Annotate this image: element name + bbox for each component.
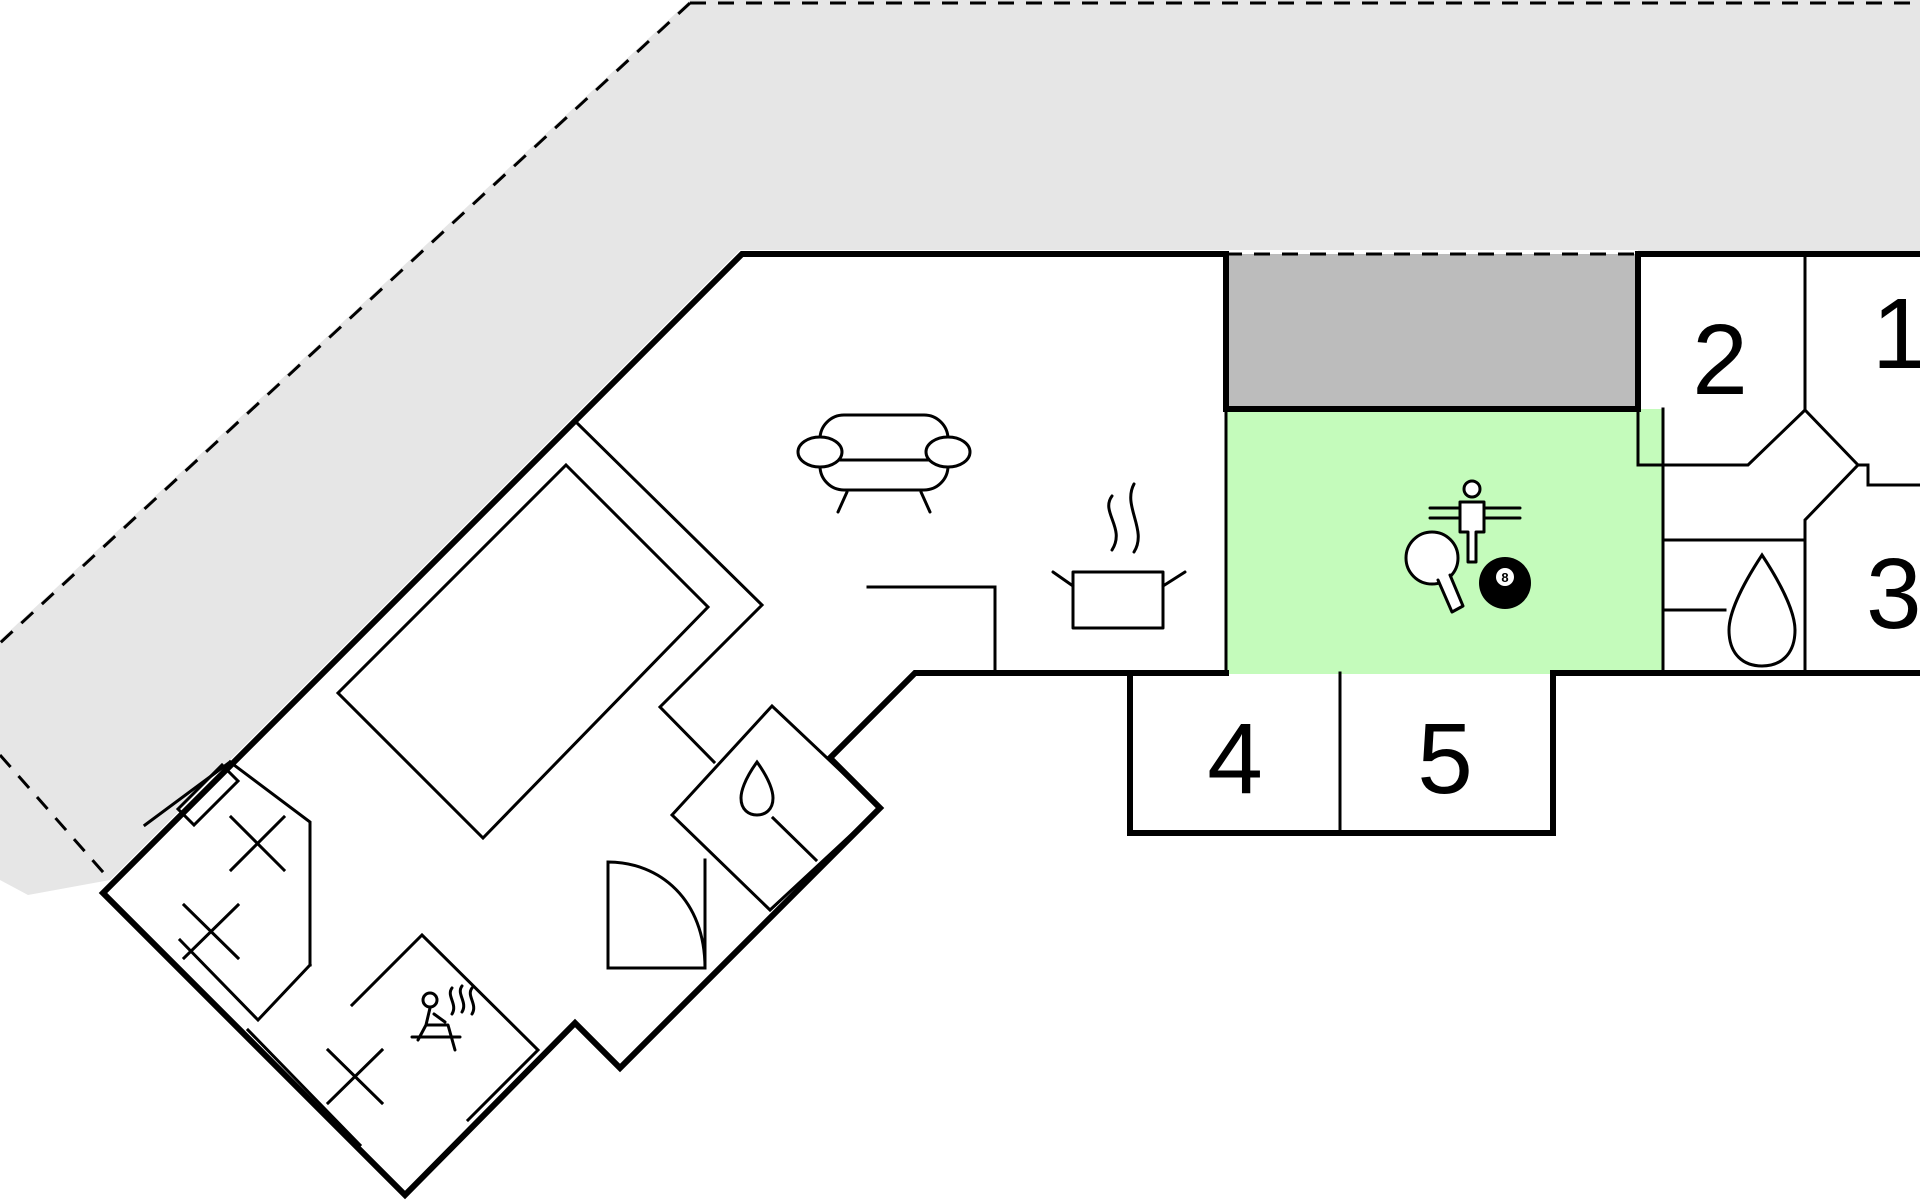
room-number-5: 5 [1417, 703, 1473, 815]
water-drop-icon [739, 759, 775, 817]
terrace-dashed-border [0, 1, 1920, 881]
table-tennis-icon [1404, 530, 1465, 614]
exterior-wall [98, 251, 1229, 1200]
sofa-icon [796, 413, 972, 514]
bed-icon [228, 814, 287, 873]
bed-icon [325, 1047, 385, 1106]
sauna-icon [410, 984, 476, 1052]
cooking-pot-icon [1051, 482, 1187, 630]
exterior-wall-east [1223, 251, 1920, 412]
covered-area [1226, 254, 1638, 409]
exterior-wall-south-east [1127, 670, 1920, 836]
billiard-ball-icon: 8 [1479, 557, 1531, 609]
window [175, 762, 241, 828]
table-football-icon [1428, 479, 1522, 564]
water-drop-icon [1727, 552, 1797, 668]
pool-basin [335, 462, 711, 841]
bed-icon [181, 902, 241, 961]
room-number-1: 1 [1872, 278, 1920, 390]
shower-icon [606, 858, 707, 970]
svg-text:8: 8 [1501, 570, 1508, 585]
pool-deck-outline [575, 421, 765, 765]
room-number-2: 2 [1692, 304, 1748, 416]
interior-walls [142, 252, 1920, 1148]
room-number-3: 3 [1866, 538, 1920, 650]
room-number-4: 4 [1207, 703, 1263, 815]
terrace-area [0, 0, 1920, 895]
